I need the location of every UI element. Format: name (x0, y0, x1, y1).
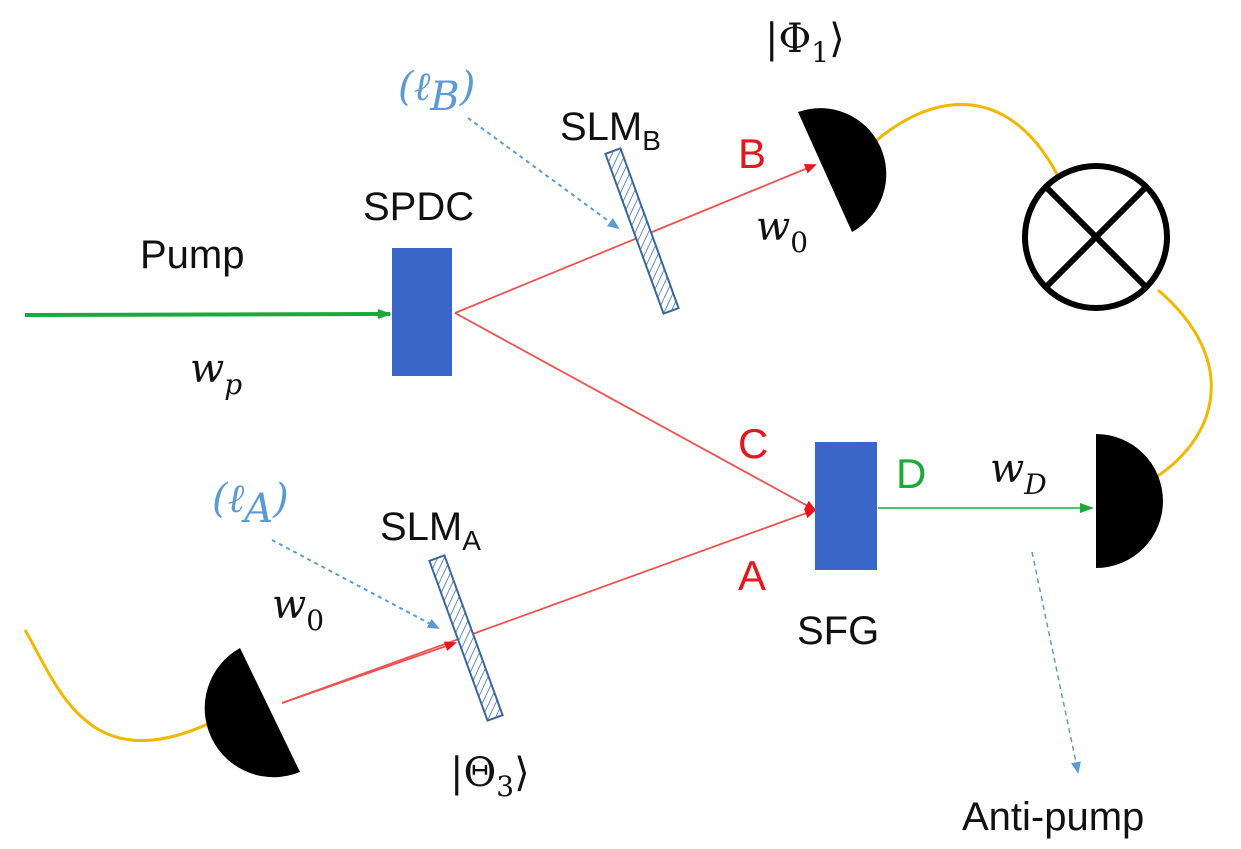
w-0-b-main: w (756, 204, 790, 250)
beam-a (281, 508, 817, 704)
sfg-label: SFG (797, 609, 879, 653)
fiber-top (866, 102, 1062, 181)
anti-pump-label: Anti-pump (962, 795, 1144, 839)
ell-b-symbol: ℓ (414, 64, 431, 110)
beam-c (454, 312, 817, 511)
theta-ket-label: |Θ3⟩ (450, 750, 530, 803)
slm-b-sub: B (642, 125, 661, 156)
detector-a-icon (204, 648, 300, 778)
w-d-sub: D (1023, 468, 1046, 501)
theta-ket-sub: 3 (496, 770, 514, 803)
path-d-label: D (896, 450, 926, 497)
ell-a-close: ) (272, 476, 289, 522)
pump-beam (24, 309, 392, 320)
ell-b-dashed-arrow (467, 117, 620, 230)
w-p-main: w (190, 346, 224, 392)
spdc-label: SPDC (363, 185, 474, 229)
w-p-label: wp (190, 346, 242, 401)
slm-a-label: SLMA (380, 505, 481, 556)
slm-b-modulator (604, 147, 680, 315)
path-c-label: C (738, 420, 768, 467)
phi-ket-open: |Φ (765, 16, 811, 62)
phi-ket-sub: 1 (811, 36, 829, 69)
coincidence-counter-icon (1022, 163, 1170, 311)
w-0-b-label: w0 (756, 204, 808, 259)
ell-a-label: (ℓA) (212, 476, 289, 532)
ell-a-open: ( (212, 476, 229, 522)
slm-a-modulator (428, 554, 504, 722)
w-0-a-label: w0 (272, 582, 324, 637)
slm-a-main: SLM (380, 505, 462, 549)
slm-b-label: SLMB (560, 105, 661, 156)
w-d-main: w (990, 446, 1024, 492)
beam-b (454, 164, 817, 314)
w-0-b-sub: 0 (790, 226, 808, 259)
detector-b-icon (798, 108, 887, 232)
phi-ket-label: |Φ1⟩ (765, 16, 845, 69)
w-d-label: wD (990, 446, 1047, 501)
w-0-a-main: w (272, 582, 306, 628)
pump-label: Pump (140, 233, 245, 277)
ell-a-sub: A (240, 486, 273, 532)
ell-b-open: ( (398, 64, 415, 110)
slm-b-main: SLM (560, 105, 642, 149)
anti-pump-dashed-arrow (1031, 551, 1081, 774)
w-0-a-sub: 0 (306, 604, 324, 637)
ell-b-sub: B (429, 74, 459, 120)
fiber-right (1147, 288, 1213, 484)
slm-a-sub: A (462, 525, 481, 556)
ell-b-label: (ℓB) (398, 64, 475, 120)
path-b-label: B (738, 130, 766, 177)
theta-ket-close: ⟩ (514, 750, 530, 796)
spdc-crystal (392, 248, 452, 376)
fiber-left (23, 629, 233, 743)
w-p-sub: p (224, 368, 242, 401)
theta-ket-open: |Θ (450, 750, 496, 796)
beam-a-arrow (281, 641, 457, 704)
path-a-label: A (738, 552, 766, 599)
phi-ket-close: ⟩ (829, 16, 845, 62)
ell-b-close: ) (459, 64, 476, 110)
sfg-crystal (815, 442, 877, 570)
ell-a-symbol: ℓ (228, 476, 245, 522)
detector-d-icon (1096, 434, 1163, 568)
